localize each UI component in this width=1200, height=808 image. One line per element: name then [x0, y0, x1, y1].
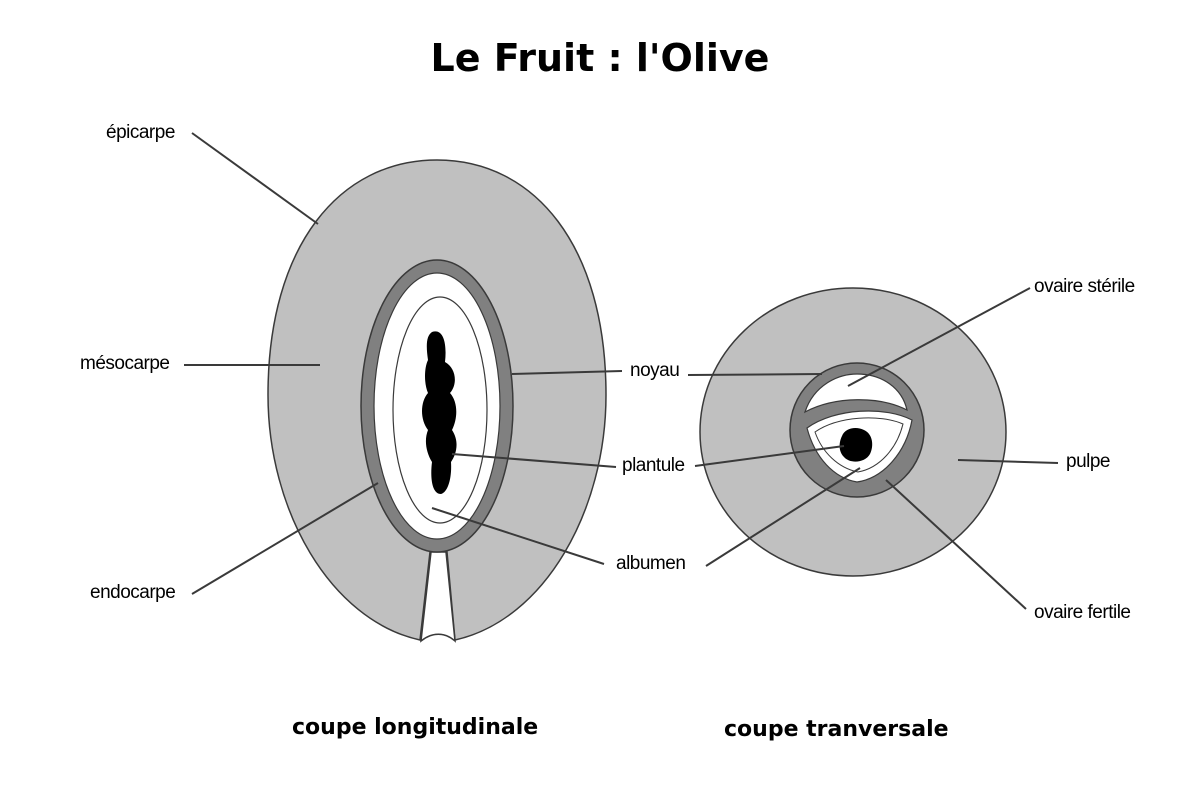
label-epicarpe: épicarpe [106, 122, 175, 143]
diagram-title: Le Fruit : l'Olive [430, 36, 770, 80]
label-endocarpe: endocarpe [90, 582, 176, 603]
leader-noyau-right [687, 373, 823, 376]
label-noyau: noyau [630, 360, 680, 381]
leader-ovaire-sterile [847, 287, 1031, 387]
caption-transversal: coupe tranversale [724, 717, 949, 742]
longitudinal-stalk-cut [420, 551, 456, 643]
transverse-section [699, 287, 1007, 577]
leader-plantule-right [694, 445, 845, 467]
label-pulpe: pulpe [1066, 451, 1111, 472]
caption-longitudinal: coupe longitudinale [292, 715, 539, 740]
label-mesocarpe: mésocarpe [80, 353, 170, 374]
longitudinal-plantule [422, 331, 457, 494]
leader-noyau-left [511, 370, 623, 375]
leader-epicarpe [191, 132, 319, 225]
label-plantule: plantule [622, 455, 685, 476]
leader-lines [184, 132, 1059, 610]
longitudinal-section [267, 159, 607, 643]
transverse-plantule [839, 428, 873, 462]
label-albumen: albumen [616, 553, 686, 574]
leader-albumen-left [431, 507, 605, 565]
label-ovaire-fertile: ovaire fertile [1034, 602, 1131, 623]
transverse-sterile-ovary [803, 373, 908, 414]
leader-endocarpe [191, 482, 379, 595]
leader-plantule-left [451, 453, 617, 468]
leader-pulpe [957, 459, 1059, 464]
leader-albumen-right [705, 467, 861, 567]
leader-ovaire-fertile [885, 479, 1027, 610]
label-ovaire-sterile: ovaire stérile [1034, 276, 1135, 297]
